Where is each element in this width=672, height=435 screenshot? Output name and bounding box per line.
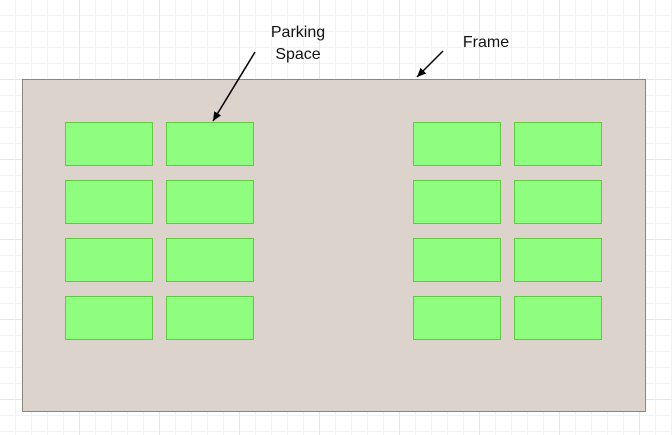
parking-space-right-r1-c2 xyxy=(514,122,602,166)
parking-space-left-r3-c2 xyxy=(166,238,254,282)
parking-space-right-r2-c2 xyxy=(514,180,602,224)
parking-space-right-r1-c1 xyxy=(413,122,501,166)
parking-space-label-line1: Parking xyxy=(270,24,326,41)
parking-space-label: Parking Space xyxy=(258,22,338,66)
parking-space-left-r4-c2 xyxy=(166,296,254,340)
parking-space-arrow xyxy=(212,51,256,122)
parking-space-left-r3-c1 xyxy=(65,238,153,282)
parking-space-right-r2-c1 xyxy=(413,180,501,224)
parking-space-right-r3-c2 xyxy=(514,238,602,282)
parking-space-left-r2-c1 xyxy=(65,180,153,224)
frame-label: Frame xyxy=(462,34,510,51)
parking-space-left-r1-c2 xyxy=(166,122,254,166)
parking-space-left-r2-c2 xyxy=(166,180,254,224)
parking-space-label-line2: Space xyxy=(275,46,321,63)
frame-arrow xyxy=(416,50,444,78)
parking-space-right-r4-c2 xyxy=(514,296,602,340)
parking-space-left-r1-c1 xyxy=(65,122,153,166)
parking-space-right-r3-c1 xyxy=(413,238,501,282)
parking-space-right-r4-c1 xyxy=(413,296,501,340)
parking-space-left-r4-c1 xyxy=(65,296,153,340)
